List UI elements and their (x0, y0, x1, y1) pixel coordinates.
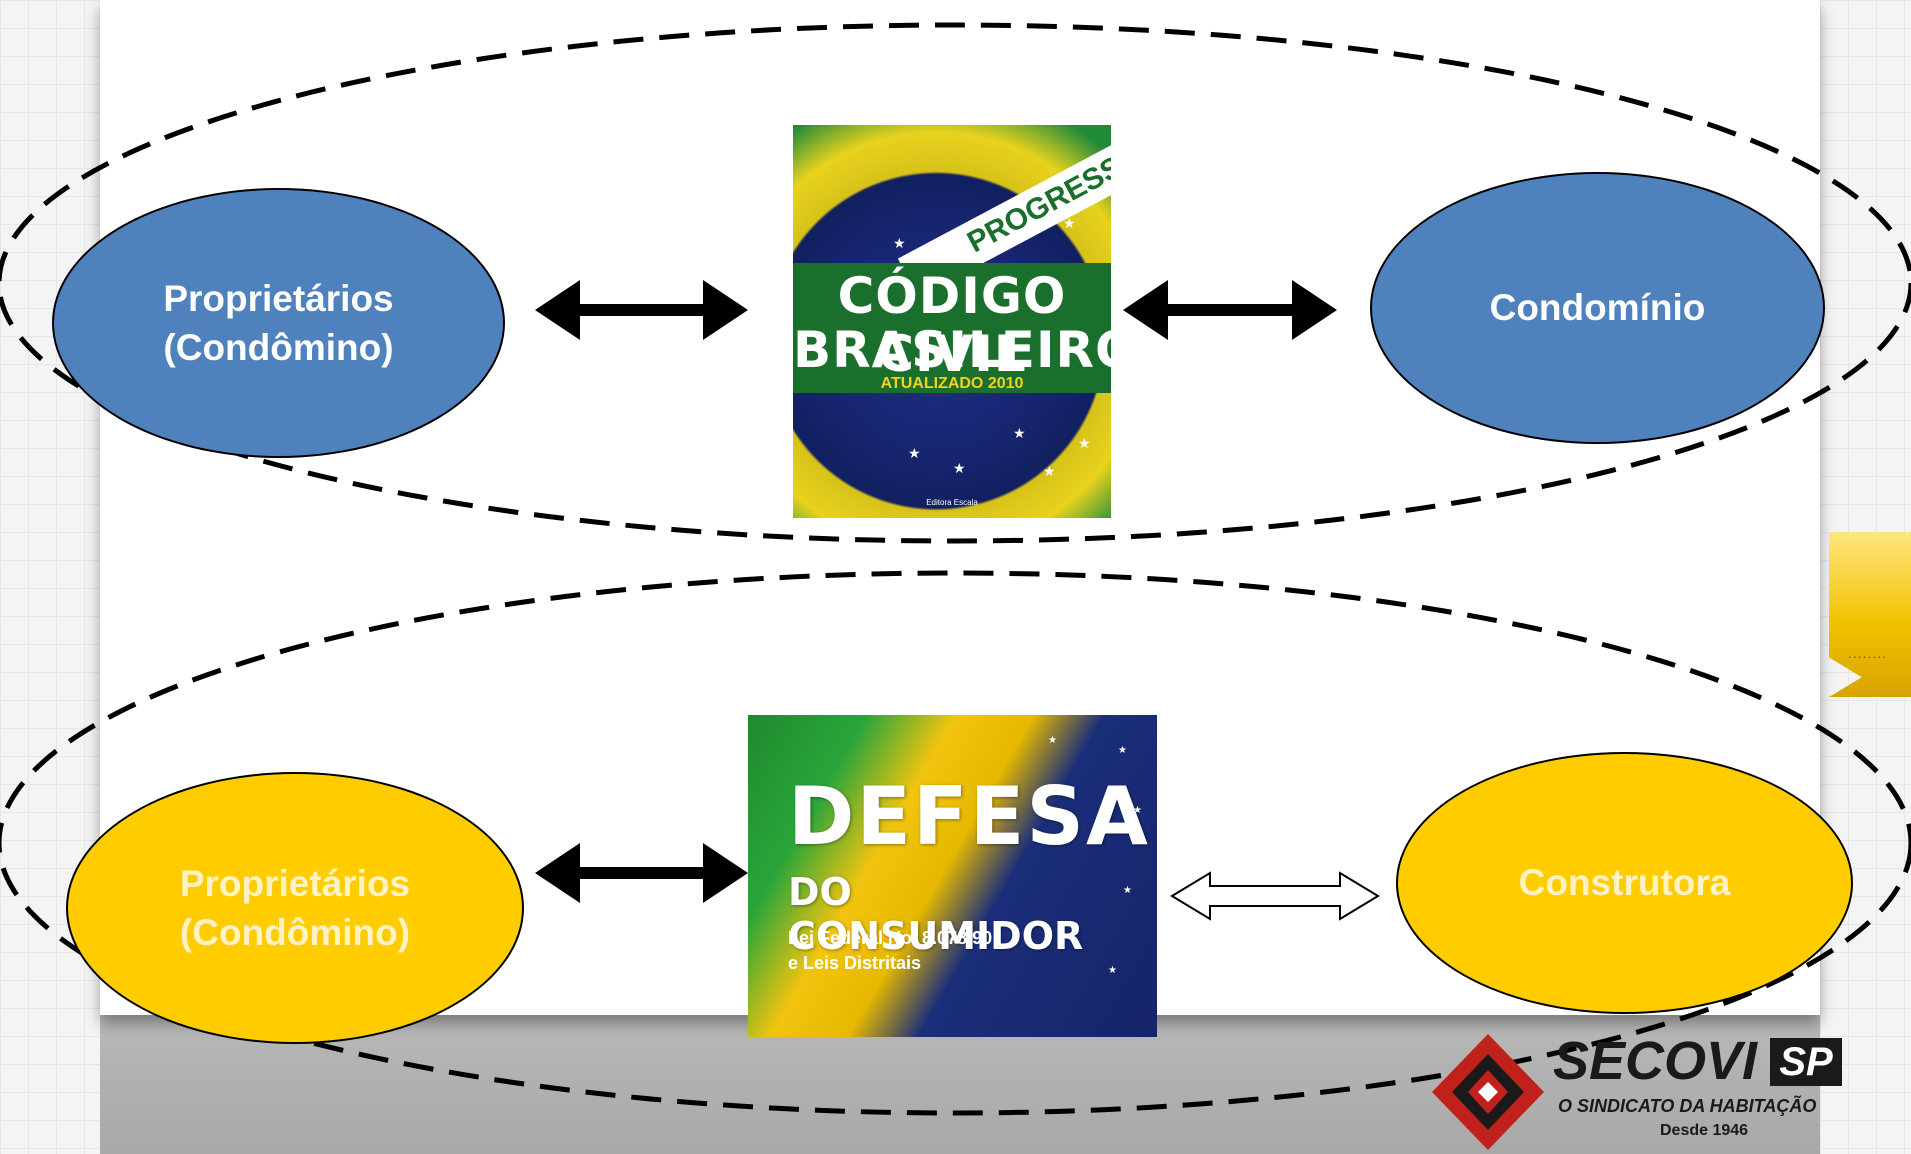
star-icon: ★ (1043, 463, 1056, 479)
node-proprietarios-top: Proprietários (Condômino) (52, 188, 505, 458)
logo-mark-icon (1432, 1034, 1544, 1150)
book-law-reference-2: e Leis Distritais (788, 953, 922, 973)
book-title-band (793, 263, 1111, 393)
book-title-line1: CÓDIGO CIVIL (837, 267, 1067, 383)
book-title-line1: DEFESA (788, 770, 1150, 863)
star-icon: ★ (1133, 805, 1142, 816)
node-label: Proprietários (Condômino) (179, 862, 411, 953)
logo-since: Desde 1946 (1660, 1122, 1749, 1139)
logo-tagline: O SINDICATO DA HABITAÇÃO (1558, 1096, 1817, 1116)
star-icon: ★ (953, 460, 966, 476)
logo-wordmark: SECOVI (1553, 1031, 1758, 1091)
logo-badge: SP (1770, 1038, 1842, 1086)
star-icon: ★ (1108, 965, 1117, 976)
codigo-civil-book-cover: PROGRESSO CÓDIGO CIVIL BRASILEIRO ATUALI… (793, 125, 1111, 518)
book-publisher: Editora Escala (926, 498, 978, 507)
node-condominio: Condomínio (1370, 172, 1825, 444)
group-outline-civil (0, 22, 1911, 544)
star-icon: ★ (893, 235, 906, 251)
node-label: Construtora (1518, 862, 1731, 904)
star-icon: ★ (1118, 745, 1127, 756)
star-icon: ★ (1013, 425, 1026, 441)
node-construtora: Construtora (1396, 752, 1853, 1014)
defesa-consumidor-book-cover: DEFESA DO CONSUMIDOR Lei Federal No. 8.0… (748, 715, 1157, 1037)
group-outline-consumer (0, 570, 1911, 1116)
book-title-line2: DO CONSUMIDOR (788, 870, 1084, 958)
background-grid-left (0, 0, 100, 1154)
hollow-double-arrow-bottom-right (1170, 871, 1380, 921)
book-title-line2: BRASILEIRO (793, 321, 1111, 379)
node-proprietarios-bottom: Proprietários (Condômino) (66, 772, 524, 1044)
star-icon: ★ (1078, 435, 1091, 451)
node-label: Condomínio (1489, 287, 1706, 329)
double-arrow-top-left (535, 280, 748, 340)
star-icon: ★ (1063, 215, 1076, 231)
book-law-reference: Lei Federal No. 8.078/90 (788, 928, 993, 948)
bookmark-dots: ........ (1848, 645, 1888, 661)
star-icon: ★ (1048, 735, 1057, 746)
node-label: Proprietários (Condômino) (163, 277, 394, 368)
double-arrow-top-right (1123, 280, 1337, 340)
star-icon: ★ (1123, 885, 1132, 896)
star-icon: ★ (908, 445, 921, 461)
book-subtitle: ATUALIZADO 2010 (880, 375, 1024, 392)
secovi-logo: SECOVI SP O SINDICATO DA HABITAÇÃO Desde… (1428, 1030, 1868, 1154)
double-arrow-bottom-left (535, 843, 748, 903)
